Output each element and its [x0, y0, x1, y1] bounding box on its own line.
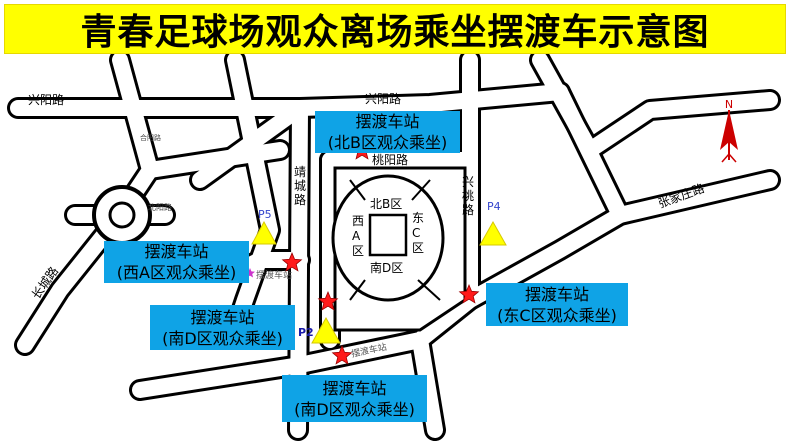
station-east[interactable]: 摆渡车站 (东C区观众乘坐): [486, 283, 628, 326]
station-south1-name: 摆渡车站: [190, 307, 255, 327]
page-title: 青春足球场观众离场乘坐摆渡车示意图: [80, 12, 710, 53]
stadium-east-2: C: [412, 226, 420, 240]
parking-triangle-p4: [479, 220, 507, 246]
station-south1-desc: (南D区观众乘坐): [162, 328, 283, 348]
road-jingcheng-1: 靖: [294, 165, 306, 179]
road-jingcheng-3: 路: [294, 192, 306, 207]
shuttle-stop-stars: [281, 139, 480, 365]
star-west: [281, 251, 303, 272]
road-taoyang: 桃阳路: [372, 152, 408, 167]
station-south-1[interactable]: 摆渡车站 (南D区观众乘坐): [150, 305, 295, 350]
stadium-west-3: 区: [352, 244, 364, 258]
star-east: [458, 283, 480, 304]
parking-triangle-p2: [311, 316, 341, 344]
station-south-2[interactable]: 摆渡车站 (南D区观众乘坐): [282, 375, 427, 422]
parking-label-p2: P2: [298, 326, 314, 339]
station-west-name: 摆渡车站: [144, 242, 209, 261]
road-bei-yang: 北阳路: [148, 202, 172, 212]
station-south2-desc: (南D区观众乘坐): [294, 399, 415, 419]
road-shuttle-label-2: 摆渡车站: [256, 269, 292, 281]
station-west-desc: (西A区观众乘坐): [116, 263, 237, 282]
parking-markers: [251, 220, 507, 344]
road-xingyang-right: 兴阳路: [365, 91, 401, 106]
stadium-west-1: 西: [352, 214, 364, 228]
parking-label-p5: P5: [258, 208, 272, 221]
station-north-desc: (北B区观众乘坐): [327, 133, 448, 152]
pitch: [368, 213, 408, 257]
compass-icon: [720, 110, 738, 163]
compass-north-label: N: [725, 98, 733, 111]
station-north-name: 摆渡车站: [355, 112, 420, 131]
parking-triangle-p5: [251, 220, 277, 245]
station-south2-name: 摆渡车站: [322, 378, 387, 398]
road-xingyang-left: 兴阳路: [28, 92, 64, 107]
road-jingcheng-2: 城: [294, 179, 306, 193]
parking-label-p4: P4: [487, 200, 501, 213]
station-west[interactable]: 摆渡车站 (西A区观众乘坐): [104, 241, 249, 283]
road-hebei-small: 合阳路: [140, 133, 161, 142]
stadium-east-3: 区: [412, 241, 424, 255]
star-south2: [331, 344, 353, 365]
road-xingtao-2: 桃: [462, 188, 474, 203]
stadium-west-2: A: [352, 229, 361, 243]
road-xingtao-1: 兴: [462, 175, 474, 189]
star-south1: [317, 290, 339, 311]
stadium-complex: [331, 166, 467, 332]
stadium-south: 南D区: [370, 260, 403, 275]
stadium-north: 北B区: [370, 197, 402, 211]
star-small-purple: [244, 268, 255, 278]
station-north[interactable]: 摆渡车站 (北B区观众乘坐): [315, 111, 460, 153]
station-east-desc: (东C区观众乘坐): [497, 305, 617, 325]
station-east-name: 摆渡车站: [524, 284, 589, 304]
road-xingtao-3: 路: [462, 202, 474, 217]
stadium-east-1: 东: [412, 211, 424, 225]
roundabout: [92, 185, 152, 245]
title-banner: 青春足球场观众离场乘坐摆渡车示意图: [4, 4, 786, 54]
